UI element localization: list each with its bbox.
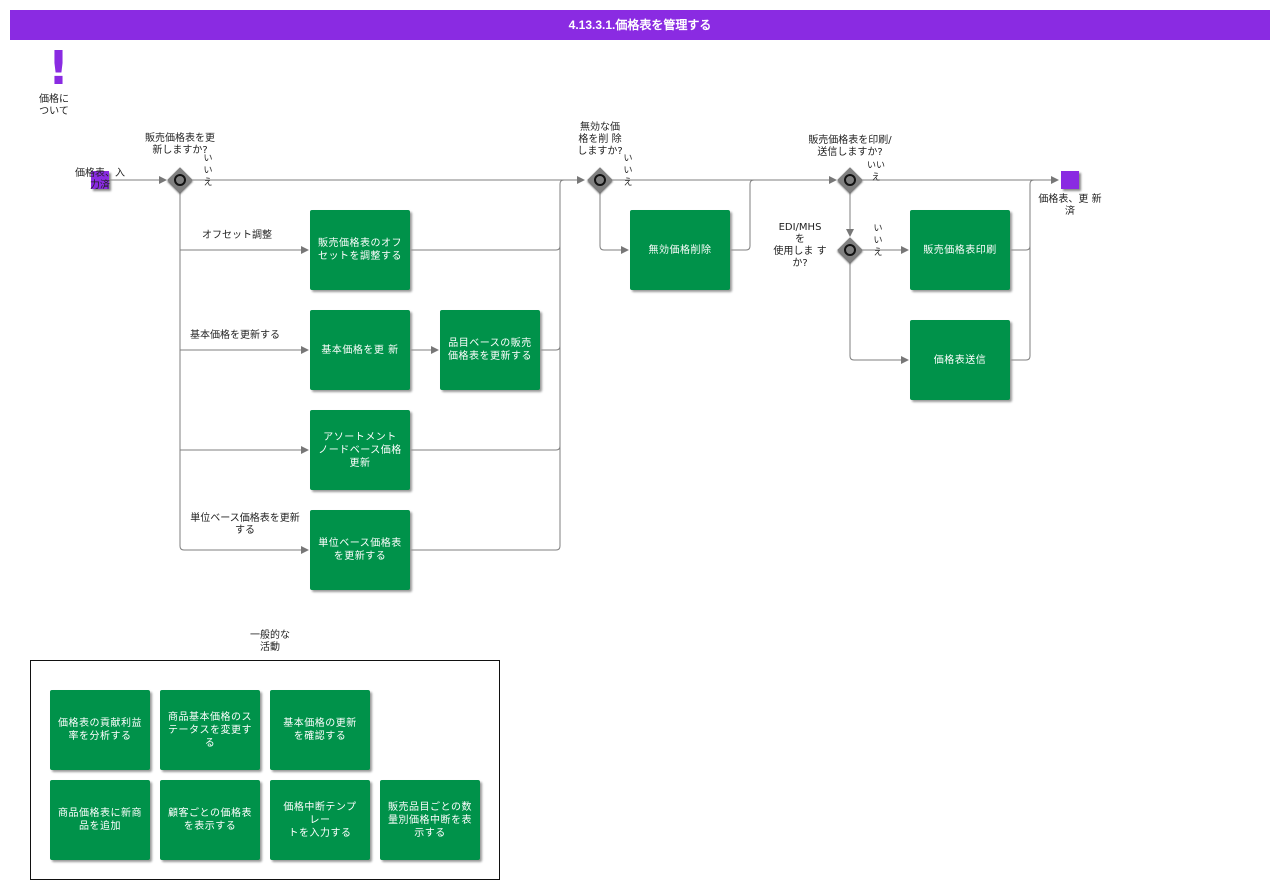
general-activity[interactable]: 価格中断テンプ レー トを入力する [270, 780, 370, 860]
note-label: 価格に ついて [39, 94, 69, 117]
gateway-use-edi[interactable] [837, 237, 863, 263]
general-activity[interactable]: 価格表の貢献利益 率を分析する [50, 690, 150, 770]
gateway-no-label: い い え [873, 224, 883, 258]
gateway-no-label: い い え [623, 154, 633, 188]
general-activity[interactable]: 販売品目ごとの数 量別価格中断を表 示する [380, 780, 480, 860]
flow-delete-merge [730, 179, 755, 251]
gateway-ring-icon [844, 244, 856, 256]
gateway-ring-icon [594, 174, 606, 186]
general-activities-group [30, 660, 500, 880]
task-update-unit-based-price-list[interactable]: 単位ベース価格表 を更新する [310, 510, 410, 590]
flow-send-merge [1010, 179, 1035, 361]
task-send-price-list[interactable]: 価格表送信 [910, 320, 1010, 400]
flow-g4-yes [849, 262, 909, 364]
task-update-assortment-price[interactable]: アソートメント ノードベース価格 更新 [310, 410, 410, 490]
task-delete-invalid-prices[interactable]: 無効価格削除 [630, 210, 730, 290]
flow-item-merge [540, 345, 561, 351]
flow-unit-merge [410, 179, 565, 551]
exclamation-icon[interactable]: ! [48, 41, 69, 95]
general-activity[interactable]: 商品基本価格のス テータスを変更す る [160, 690, 260, 770]
gateway-delete-invalid[interactable] [587, 167, 613, 193]
flow-offset-merge [410, 245, 561, 251]
start-event[interactable] [91, 171, 109, 189]
gateway-question: 販売価格表を更 新しますか? [145, 133, 215, 156]
general-activity[interactable]: 基本価格の更新 を確認する [270, 690, 370, 770]
task-print-price-list[interactable]: 販売価格表印刷 [910, 210, 1010, 290]
task-update-base-price[interactable]: 基本価格を更 新 [310, 310, 410, 390]
gateway-question: 無効な価 格を削 除 しますか? [577, 122, 623, 157]
gateway-no-label: いい え [866, 161, 885, 183]
task-adjust-offset[interactable]: 販売価格表のオフ セットを調整する [310, 210, 410, 290]
general-activity[interactable]: 商品価格表に新商 品を追加 [50, 780, 150, 860]
general-activity[interactable]: 顧客ごとの価格表 を表示する [160, 780, 260, 860]
flow-label-base: 基本価格を更新する [190, 330, 280, 341]
end-event[interactable] [1061, 171, 1079, 189]
diagram-title: 4.13.3.1.価格表を管理する [568, 18, 712, 32]
flow-label-offset: オフセット調整 [202, 230, 272, 241]
flow-assort-merge [410, 445, 561, 451]
diagram-title-bar: 4.13.3.1.価格表を管理する [10, 10, 1270, 40]
gateway-no-label: い い え [203, 154, 213, 188]
gateway-update-price-list[interactable] [167, 167, 193, 193]
general-activities-title: 一般的な 活動 [250, 630, 290, 653]
end-event-label: 価格表、更 新 済 [1038, 194, 1102, 217]
start-event-label: 価格表、入 力済 [75, 168, 125, 191]
gateway-ring-icon [174, 174, 186, 186]
gateway-question: 販売価格表を印刷/ 送信しますか? [808, 135, 892, 158]
task-update-item-based-price-list[interactable]: 品目ベースの販売 価格表を更新する [440, 310, 540, 390]
gateway-question: EDI/MHS を 使用しま す か? [773, 222, 827, 269]
flow-label-unit: 単位ベース価格表を更新 する [190, 513, 300, 536]
flow-g1-trunk [179, 192, 309, 554]
gateway-ring-icon [844, 174, 856, 186]
gateway-print-send[interactable] [837, 167, 863, 193]
flow-print-merge [1010, 245, 1031, 251]
flow-g2-yes [599, 192, 629, 254]
